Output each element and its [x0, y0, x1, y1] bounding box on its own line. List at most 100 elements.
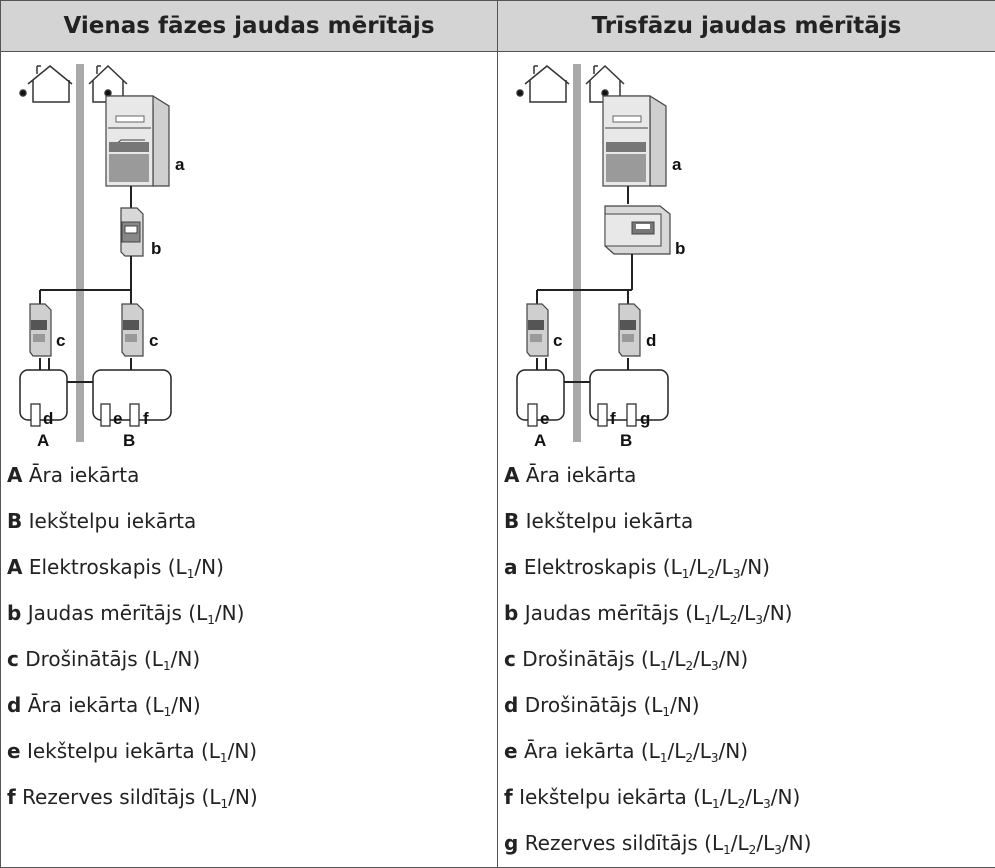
left-legend: A Āra iekārta B Iekštelpu iekārta A Elek… [7, 452, 491, 820]
legend-text: Rezerves sildītājs [524, 831, 698, 855]
legend-item: A Āra iekārta [504, 452, 989, 498]
diagram-label-A: A [534, 431, 546, 448]
legend-text: Rezerves sildītājs [22, 785, 196, 809]
legend-text: Drošinātājs [522, 647, 635, 671]
diagram-label-d: d [43, 409, 53, 428]
legend-key: A [7, 555, 23, 579]
fuse-icon-three-phase [526, 303, 549, 357]
legend-item: c Drošinātājs (L1/N) [7, 636, 491, 682]
right-column: a b [497, 51, 995, 868]
legend-key: b [7, 601, 22, 625]
legend-item: A Elektroskapis (L1/N) [7, 544, 491, 590]
legend-key: d [7, 693, 22, 717]
diagram-label-B: B [123, 431, 135, 448]
legend-text: Āra iekārta [28, 463, 140, 487]
legend-phase: (L1/N) [143, 647, 201, 673]
diagram-label-a: a [175, 155, 185, 174]
legend-text: Iekštelpu iekārta [519, 785, 687, 809]
diagram-label-b: b [675, 239, 685, 258]
legend-text: Jaudas mērītājs [524, 601, 679, 625]
legend-phase: (L1/L2/L3/N) [693, 785, 801, 811]
energy-meter-icon [120, 207, 144, 257]
legend-item: b Jaudas mērītājs (L1/N) [7, 590, 491, 636]
legend-text: Āra iekārta [525, 463, 637, 487]
legend-text: Drošinātājs [25, 647, 138, 671]
legend-phase: (L1/L2/L3/N) [640, 647, 749, 673]
left-column-header: Vienas fāzes jaudas mērītājs [0, 0, 498, 52]
right-column-header: Trīsfāzu jaudas mērītājs [497, 0, 995, 52]
electrical-cabinet-icon [105, 95, 170, 187]
legend-key: B [504, 509, 520, 533]
legend-item: A Āra iekārta [7, 452, 491, 498]
diagram-label-d: d [646, 331, 656, 350]
legend-text: Iekštelpu iekārta [525, 509, 694, 533]
legend-phase: (L1/L2/L3/N) [685, 601, 793, 627]
diagram-label-f: f [143, 409, 149, 428]
legend-item: b Jaudas mērītājs (L1/L2/L3/N) [504, 590, 989, 636]
diagram-label-g: g [640, 409, 650, 428]
legend-phase: (L1/L2/L3/N) [640, 739, 749, 765]
legend-text: Āra iekārta [523, 739, 635, 763]
right-legend: A Āra iekārta B Iekštelpu iekārta a Elek… [504, 452, 989, 866]
diagram-label-c: c [553, 331, 562, 350]
legend-item: c Drošinātājs (L1/L2/L3/N) [504, 636, 989, 682]
legend-phase: (L1/N) [200, 739, 258, 765]
diagram-label-e: e [540, 409, 549, 428]
diagram-label-B: B [620, 431, 632, 448]
legend-key: e [504, 739, 518, 763]
diagram-label-b: b [151, 239, 161, 258]
legend-key: A [504, 463, 520, 487]
wall-separator [573, 64, 581, 442]
legend-phase: (L1/N) [144, 693, 201, 719]
legend-key: a [504, 555, 518, 579]
legend-phase: (L1/L2/L3/N) [662, 555, 770, 581]
legend-item: e Āra iekārta (L1/L2/L3/N) [504, 728, 989, 774]
three-phase-meter-icon [604, 205, 671, 255]
legend-text: Iekštelpu iekārta [26, 739, 195, 763]
legend-text: Jaudas mērītājs [27, 601, 182, 625]
wall-separator [76, 64, 84, 442]
diagram-label-a: a [672, 155, 682, 174]
diagram-label-e: e [113, 409, 122, 428]
diagram-label-f: f [610, 409, 616, 428]
legend-key: f [7, 785, 16, 809]
legend-text: Iekštelpu iekārta [28, 509, 197, 533]
fuse-icon-right [121, 303, 144, 357]
legend-phase: (L1/N) [167, 555, 224, 581]
legend-text: Āra iekārta [27, 693, 139, 717]
legend-item: f Iekštelpu iekārta (L1/L2/L3/N) [504, 774, 989, 820]
legend-phase: (L1/L2/L3/N) [704, 831, 812, 857]
three-phase-diagram: a b [516, 64, 685, 448]
legend-item: B Iekštelpu iekārta [7, 498, 491, 544]
legend-phase: (L1/N) [643, 693, 700, 719]
outdoor-house-icon [516, 65, 570, 103]
diagram-label-c-right: c [149, 331, 158, 350]
diagram-label-A: A [37, 431, 49, 448]
fuse-icon-single-phase [618, 303, 641, 357]
legend-key: g [504, 831, 519, 855]
legend-key: B [7, 509, 23, 533]
legend-key: b [504, 601, 519, 625]
electrical-cabinet-icon [602, 95, 667, 187]
legend-key: d [504, 693, 519, 717]
legend-text: Elektroskapis [523, 555, 657, 579]
indoor-house-icon [88, 64, 128, 103]
diagram-label-c-left: c [56, 331, 65, 350]
legend-key: c [7, 647, 19, 671]
legend-item: g Rezerves sildītājs (L1/L2/L3/N) [504, 820, 989, 866]
legend-phase: (L1/N) [188, 601, 245, 627]
legend-item: B Iekštelpu iekārta [504, 498, 989, 544]
legend-item: a Elektroskapis (L1/L2/L3/N) [504, 544, 989, 590]
legend-text: Drošinātājs [524, 693, 638, 717]
legend-item: d Drošinātājs (L1/N) [504, 682, 989, 728]
legend-key: f [504, 785, 513, 809]
legend-phase: (L1/N) [201, 785, 258, 811]
legend-text: Elektroskapis [28, 555, 162, 579]
fuse-icon-left [29, 303, 52, 357]
legend-key: e [7, 739, 21, 763]
legend-item: d Āra iekārta (L1/N) [7, 682, 491, 728]
single-phase-diagram: a b [19, 64, 185, 448]
outdoor-house-icon [19, 65, 73, 103]
legend-key: c [504, 647, 516, 671]
